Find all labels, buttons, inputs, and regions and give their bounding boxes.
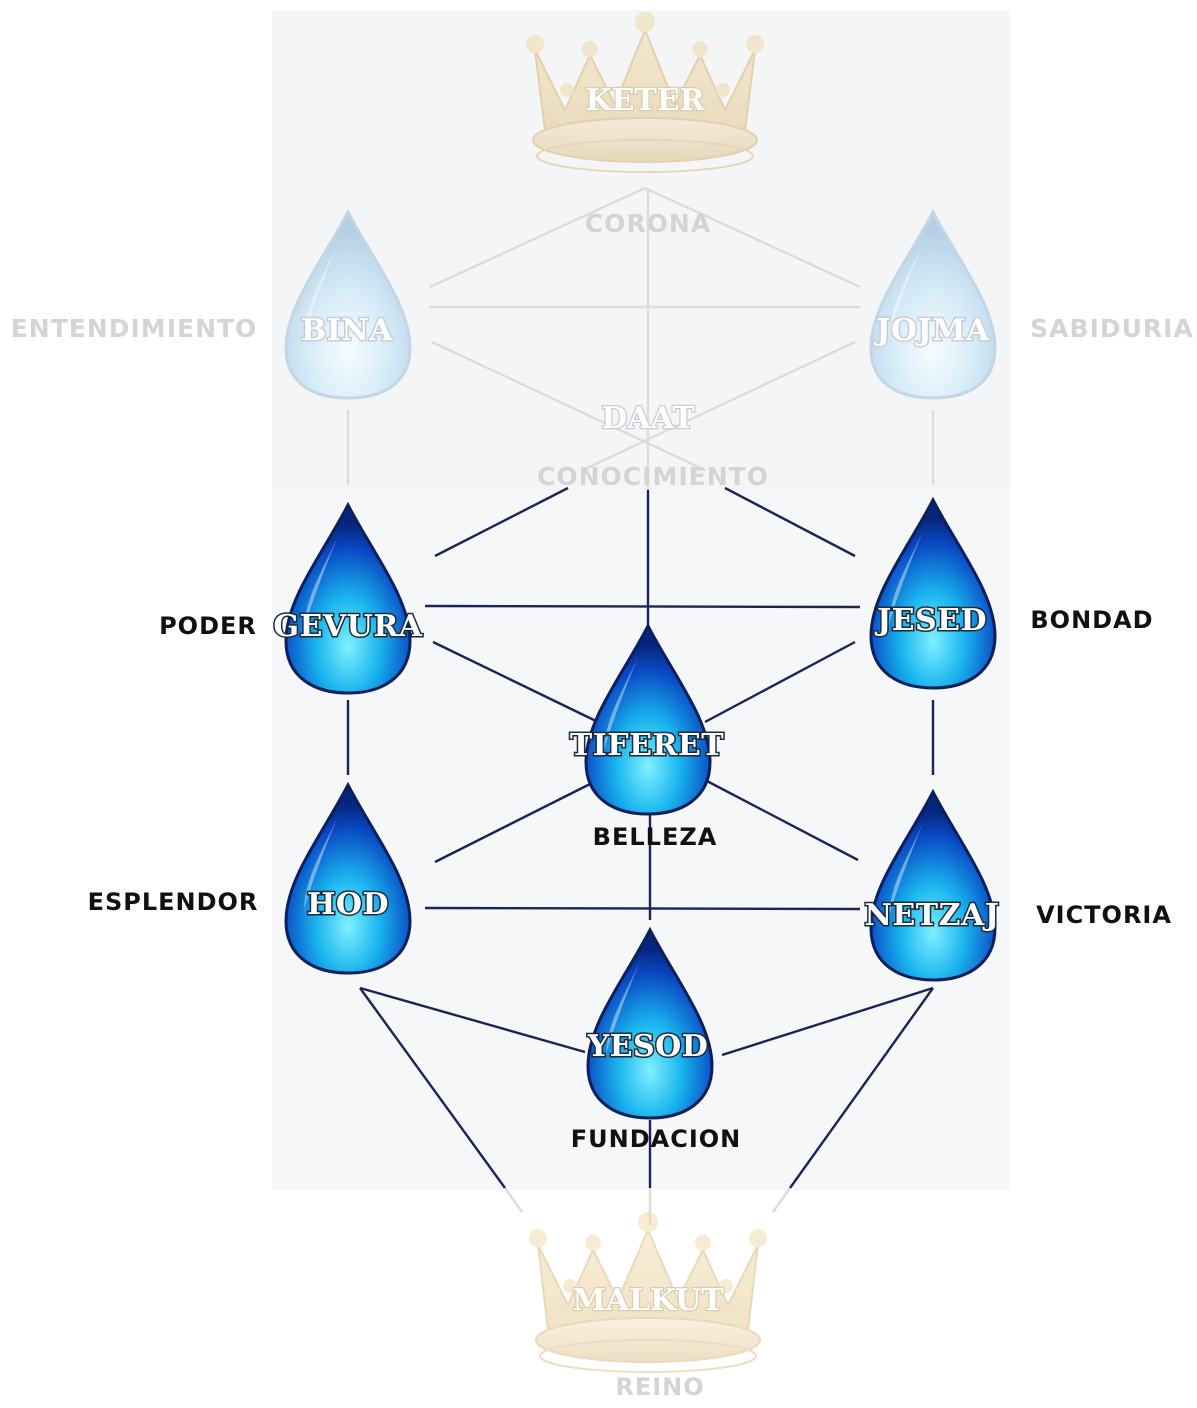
keter-name: KETER bbox=[585, 83, 705, 118]
bina-meaning: ENTENDIMIENTO bbox=[11, 314, 258, 343]
malkut-meaning: REINO bbox=[615, 1373, 704, 1401]
connector-hod-malkut-fade bbox=[504, 1187, 523, 1213]
netzaj-drop bbox=[869, 788, 997, 982]
connector-daat-jesed bbox=[724, 486, 856, 558]
water-drop-icon bbox=[586, 926, 714, 1120]
jesed-name: JESED bbox=[874, 603, 987, 638]
keter-meaning: CORONA bbox=[585, 209, 711, 238]
water-drop-icon bbox=[869, 208, 997, 400]
connector-daat-gevura bbox=[434, 486, 569, 558]
water-drop-icon bbox=[284, 208, 412, 400]
tiferet-name: TIFERET bbox=[570, 728, 724, 763]
water-drop-icon bbox=[869, 788, 997, 982]
gevura-name: GEVURA bbox=[273, 609, 422, 644]
connector-hod-netzaj bbox=[424, 906, 861, 911]
connector-netzaj-malkut-fade bbox=[772, 1187, 791, 1213]
connector-jesed-tiferet bbox=[704, 640, 856, 724]
water-drop-icon bbox=[284, 781, 412, 975]
malkut-crown bbox=[529, 1212, 767, 1373]
connector-netzaj-malkut bbox=[789, 987, 934, 1189]
daat-meaning: CONOCIMIENTO bbox=[537, 462, 769, 491]
daat-name: DAAT bbox=[601, 401, 695, 436]
connector-bina-tiferet-upper bbox=[431, 340, 706, 472]
connector-keter-bina bbox=[429, 186, 646, 289]
bina-drop bbox=[284, 208, 412, 400]
upper-connectors bbox=[346, 186, 935, 490]
hod-drop bbox=[284, 781, 412, 975]
malkut-name: MALKUT bbox=[572, 1283, 724, 1318]
connector-gevura-tiferet bbox=[432, 640, 599, 724]
hod-name: HOD bbox=[307, 887, 389, 922]
gevura-drop bbox=[284, 501, 412, 695]
lower-connectors bbox=[346, 486, 935, 1189]
connector-hod-malkut bbox=[359, 987, 506, 1189]
keter-crown bbox=[526, 12, 764, 173]
jojma-drop bbox=[869, 208, 997, 400]
hod-meaning: ESPLENDOR bbox=[88, 888, 259, 916]
connector-jojma-tiferet-upper bbox=[582, 340, 856, 472]
bina-name: BINA bbox=[301, 313, 393, 348]
yesod-drop bbox=[586, 926, 714, 1120]
connector-keter-jojma bbox=[644, 186, 861, 289]
jojma-name: JOJMA bbox=[873, 313, 990, 348]
netzaj-name: NETZAJ bbox=[865, 898, 1000, 933]
gevura-meaning: PODER bbox=[159, 612, 257, 640]
connector-tiferet-netzaj bbox=[704, 778, 859, 862]
tiferet-meaning: BELLEZA bbox=[593, 823, 718, 851]
tiferet-drop bbox=[584, 622, 712, 816]
connector-netzaj-yesod bbox=[721, 986, 934, 1057]
connector-tiferet-hod bbox=[434, 778, 599, 864]
yesod-name: YESOD bbox=[587, 1029, 709, 1064]
jesed-drop bbox=[869, 496, 997, 690]
water-drop-icon bbox=[284, 501, 412, 695]
water-drop-icon bbox=[584, 622, 712, 816]
jojma-meaning: SABIDURIA bbox=[1030, 314, 1194, 343]
connector-hod-yesod bbox=[359, 986, 586, 1054]
water-drop-icon bbox=[869, 496, 997, 690]
yesod-meaning: FUNDACION bbox=[571, 1125, 742, 1153]
connector-gevura-jesed bbox=[424, 604, 861, 609]
netzaj-meaning: VICTORIA bbox=[1036, 901, 1172, 929]
jesed-meaning: BONDAD bbox=[1030, 606, 1153, 634]
